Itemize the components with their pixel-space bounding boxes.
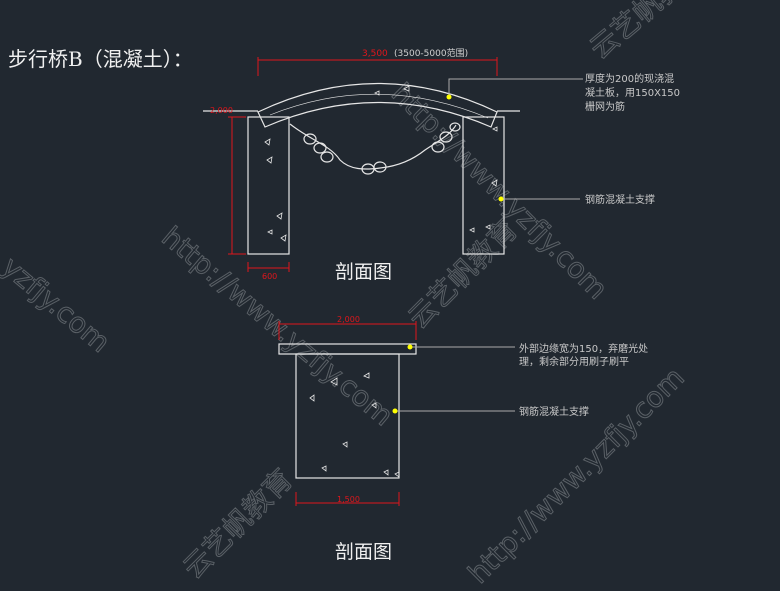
pier-width-dimension: 600 [262, 272, 277, 281]
support-block [295, 353, 400, 479]
section-caption: 剖面图 [335, 261, 392, 283]
dimensions-1 [228, 57, 498, 272]
bridge-section-1 [203, 82, 520, 255]
drawing-title: 步行桥B（混凝土）： [8, 47, 193, 71]
right-pier [462, 116, 505, 255]
span-range: (3500-5000范围) [394, 47, 468, 59]
leaders-1 [448, 78, 583, 200]
watermark-url: http://www.yzfjy.com [156, 220, 400, 432]
edge-note-line: 理，剩余部分用刷子刷平 [519, 355, 629, 368]
slab-note-line: 栅网为筋 [585, 100, 625, 113]
marker-dot [407, 344, 413, 350]
section-caption: 剖面图 [335, 541, 392, 563]
top-width-dimension: 2,000 [337, 315, 360, 324]
bottom-width-dimension: 1,500 [337, 495, 360, 504]
watermark-url: yzfjy.com [0, 250, 116, 359]
rebar-line [269, 93, 489, 119]
slab-note-line: 凝土板，用150X150 [585, 86, 680, 99]
span-dimension: 3,500 [362, 49, 388, 59]
marker-dot [498, 196, 504, 202]
bridge-section-2 [278, 343, 417, 479]
watermark-url: http://www.yzfjy.com [462, 361, 691, 590]
stones [303, 122, 461, 175]
marker-dot [392, 408, 398, 414]
support-note: 钢筋混凝土支撑 [519, 405, 589, 418]
left-pier [247, 116, 290, 255]
aggregate-marks [309, 372, 400, 478]
edge-note-line: 外部边缘宽为150，弃磨光处 [519, 342, 648, 355]
arched-deck [257, 82, 498, 128]
marker-dot [446, 94, 452, 100]
watermark-brand: 云艺帆教育 [177, 463, 299, 585]
leaders-2 [395, 346, 515, 412]
watermark-brand: 云艺帆教育 [583, 0, 711, 65]
support-note: 钢筋混凝土支撑 [585, 193, 655, 206]
dimensions-2 [278, 321, 417, 506]
slab-note-line: 厚度为200的现浇混 [585, 72, 674, 85]
height-dimension: 2,000 [210, 106, 233, 115]
aggregate-marks [264, 85, 498, 242]
